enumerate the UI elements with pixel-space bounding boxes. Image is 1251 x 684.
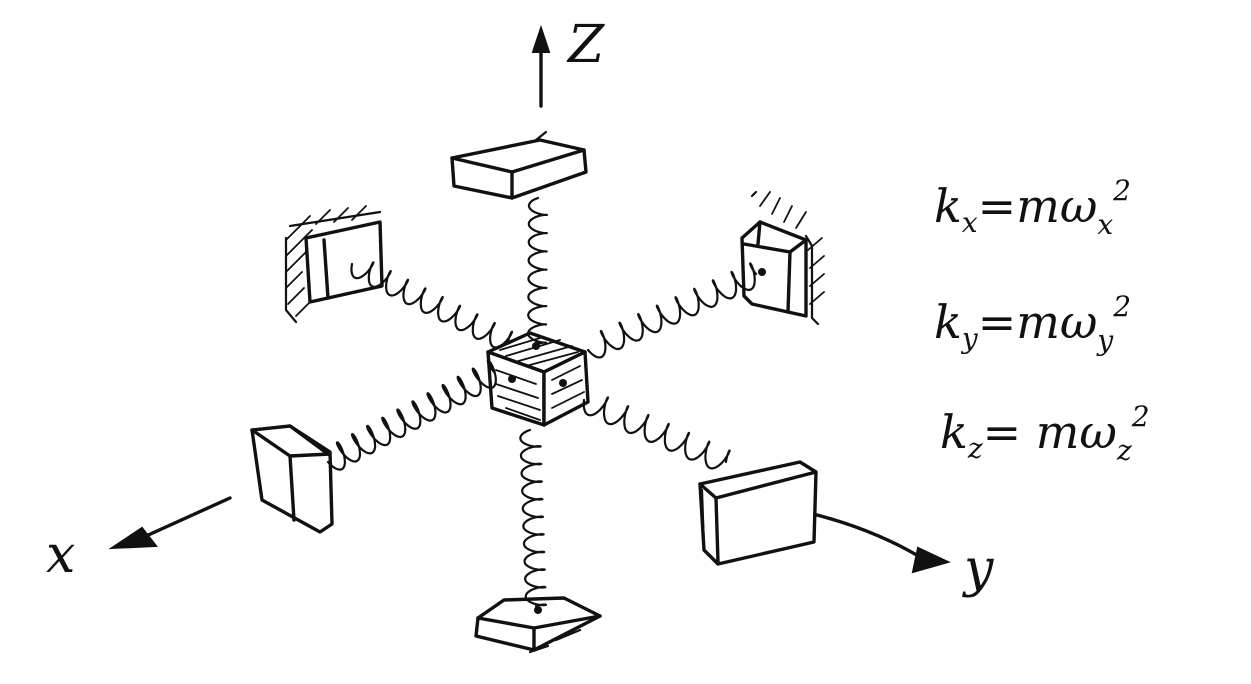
eq-kx-lhs-sub: x bbox=[962, 206, 978, 239]
front-right-wall-block bbox=[698, 460, 818, 566]
equations-block: kx=mωx2 ky=mωy2 kz= mωz2 bbox=[934, 174, 1150, 467]
eq-ky-lhs: k bbox=[934, 295, 962, 349]
eq-kx-lhs: k bbox=[934, 179, 962, 233]
eq-kx-sup: 2 bbox=[1112, 174, 1131, 207]
equation-kx: kx=mωx2 bbox=[934, 174, 1131, 241]
x-axis-label: x bbox=[46, 525, 75, 585]
equation-kz: kz= mωz2 bbox=[940, 400, 1150, 467]
z-axis-label: Z bbox=[566, 15, 605, 75]
springs-group bbox=[326, 196, 758, 608]
spring-front-left bbox=[326, 359, 497, 471]
z-axis-arrow bbox=[531, 24, 551, 108]
eq-kz-lhs: k bbox=[940, 405, 968, 459]
eq-ky-lhs-sub: y bbox=[960, 322, 979, 355]
central-mass-cube bbox=[486, 331, 590, 427]
eq-kz-sup: 2 bbox=[1131, 400, 1150, 433]
eq-kx-rhs-sub: x bbox=[1097, 208, 1113, 241]
spring-z-top bbox=[527, 196, 548, 346]
eq-kz-rhs: = mω bbox=[983, 405, 1117, 459]
eq-kz-rhs-sub: z bbox=[1116, 434, 1132, 467]
spring-back-left bbox=[350, 261, 514, 349]
eq-kx-rhs: =mω bbox=[978, 179, 1098, 233]
spring-z-bottom bbox=[519, 428, 548, 608]
back-left-wall-block bbox=[284, 205, 384, 324]
y-axis-label: y bbox=[962, 539, 994, 599]
equation-ky: ky=mωy2 bbox=[934, 290, 1131, 357]
back-right-wall-block bbox=[740, 190, 825, 326]
eq-ky-rhs-sub: y bbox=[1095, 324, 1114, 357]
spring-front-right bbox=[582, 396, 731, 470]
eq-kz-lhs-sub: z bbox=[967, 432, 983, 465]
front-left-wall-block bbox=[250, 424, 334, 534]
top-wall-block bbox=[450, 130, 588, 200]
eq-ky-rhs: =mω bbox=[978, 295, 1098, 349]
spring-back-right bbox=[586, 262, 758, 359]
x-axis-arrow bbox=[108, 496, 232, 550]
eq-ky-sup: 2 bbox=[1112, 290, 1131, 323]
bottom-wall-block bbox=[474, 596, 602, 654]
